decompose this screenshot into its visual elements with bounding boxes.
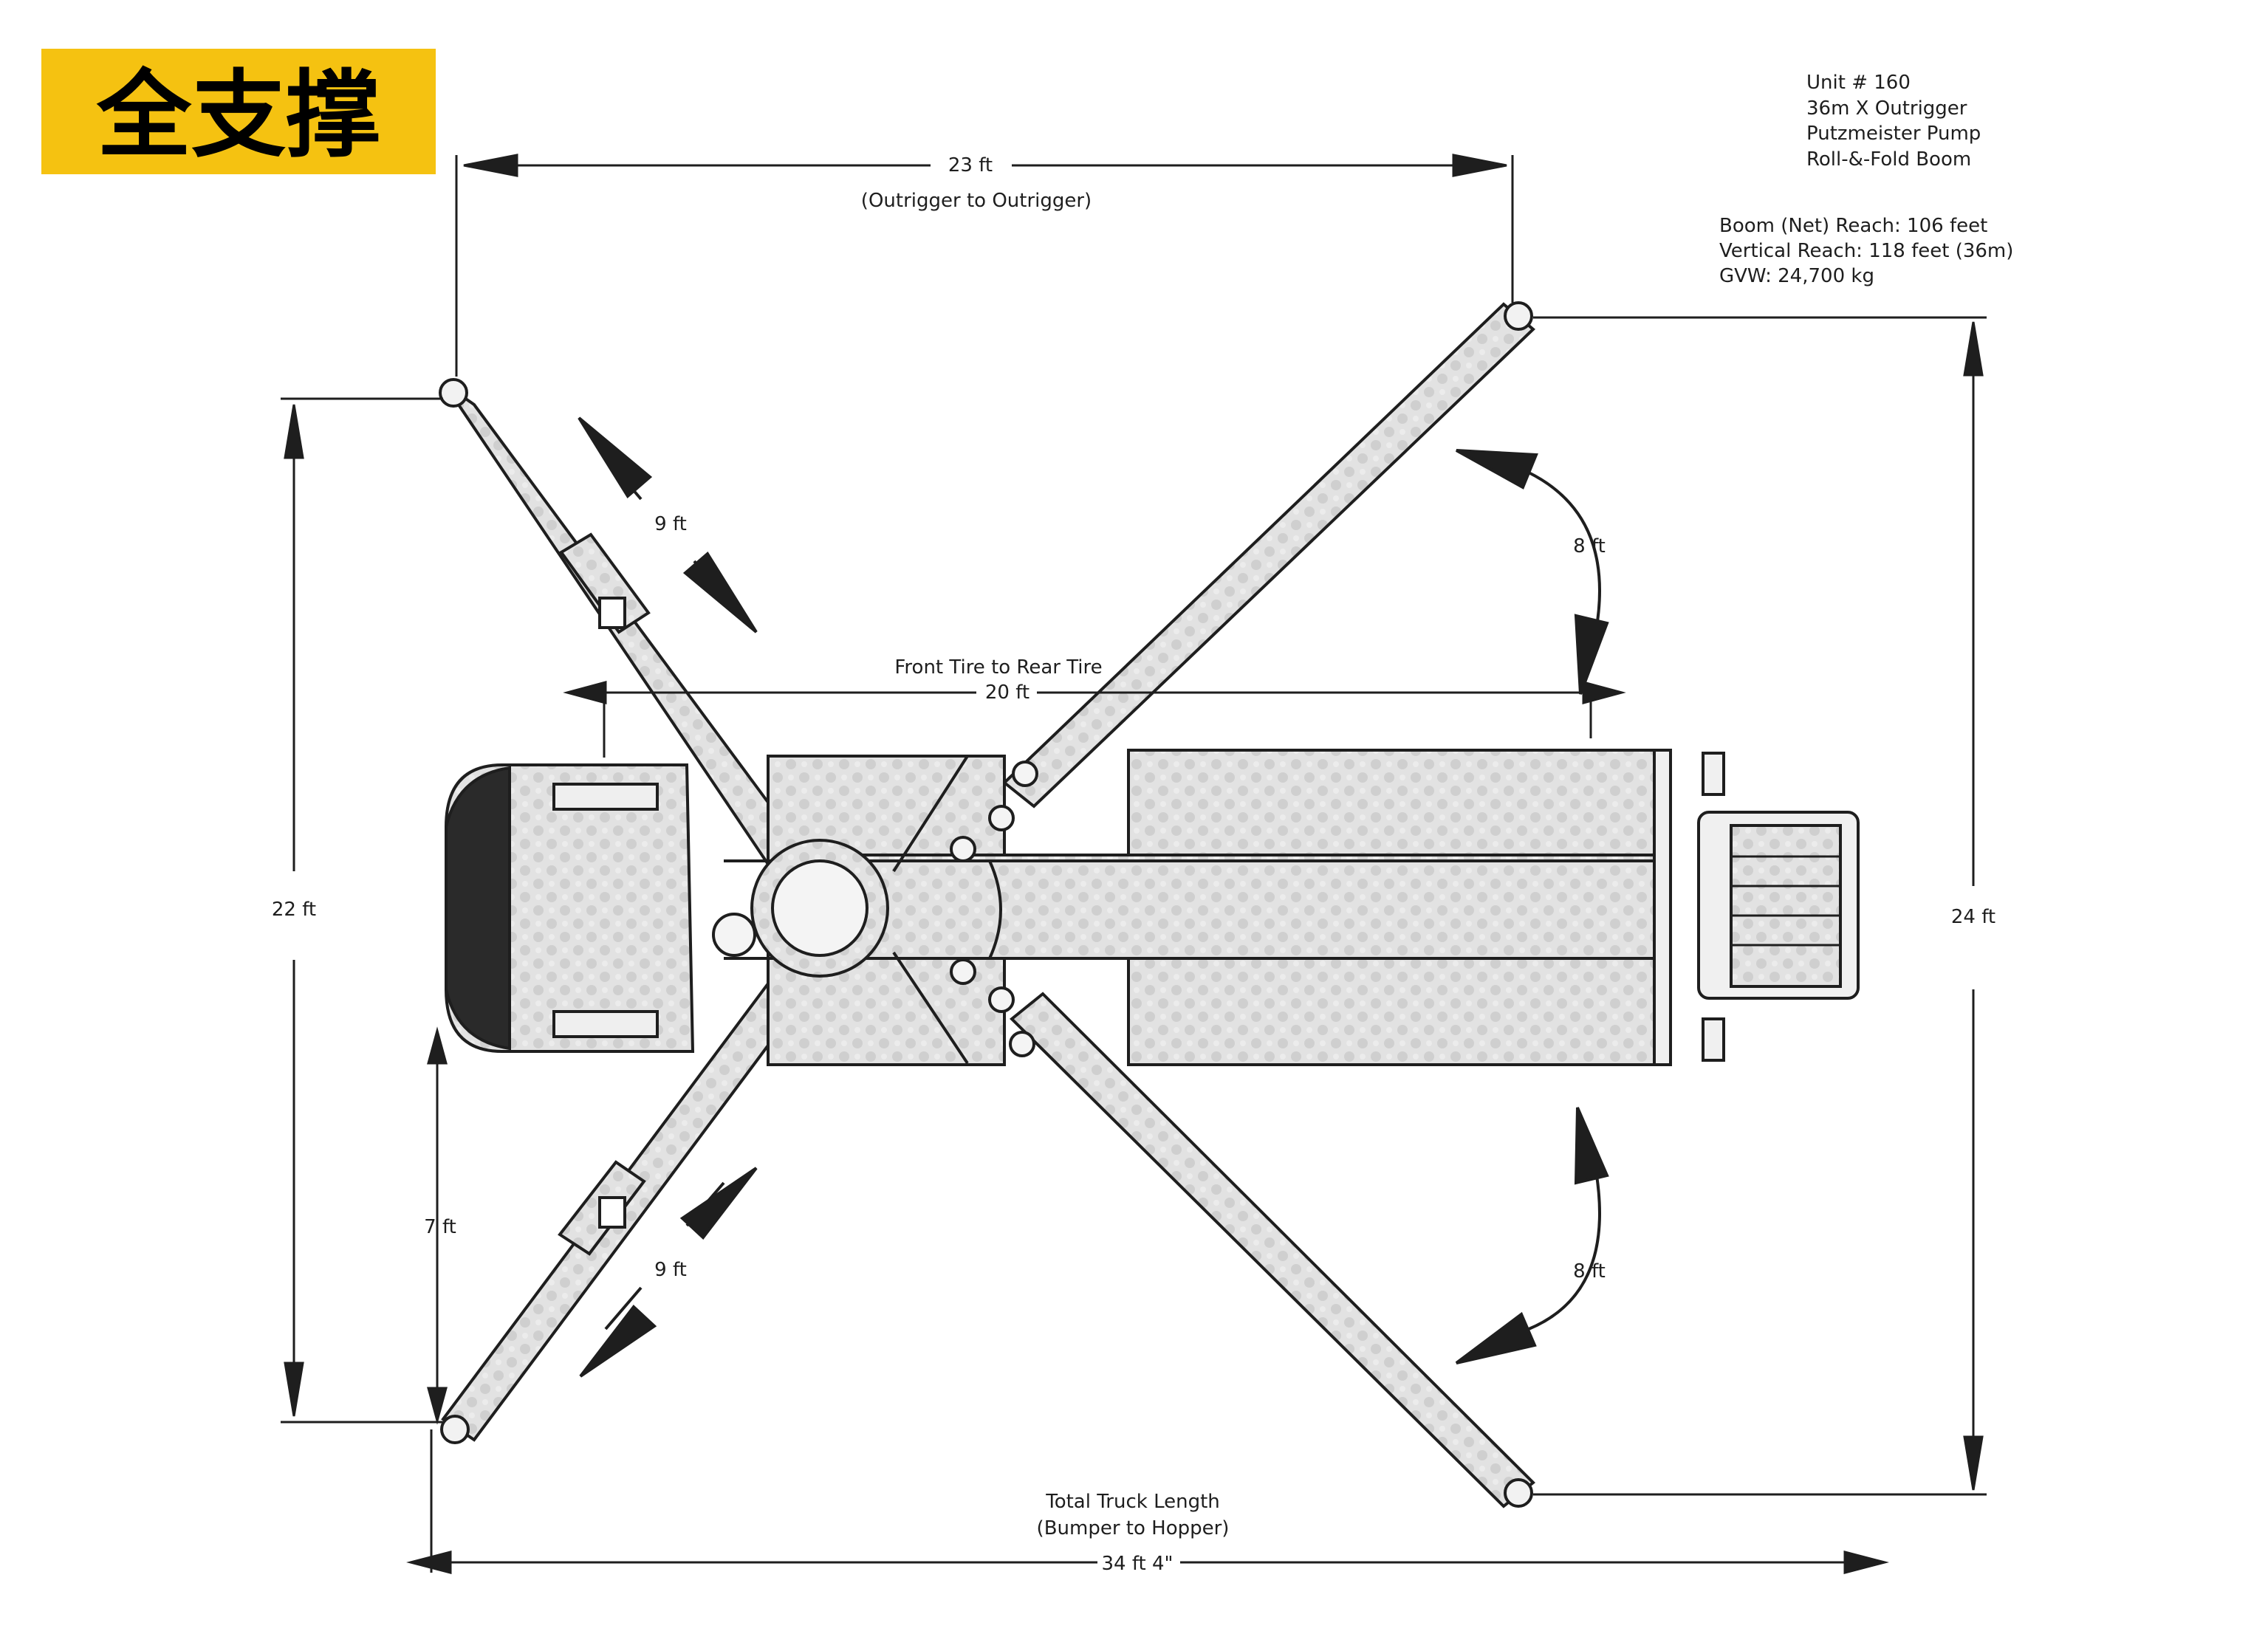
hinge-4 — [950, 958, 976, 985]
hinge-1 — [1012, 761, 1038, 787]
x-brace-2 — [892, 951, 969, 1065]
outrigger-rear-right-upper — [1001, 302, 1535, 808]
unit-number: Unit # 160 — [1806, 72, 1911, 94]
sleeve-upper-lock — [598, 597, 626, 629]
left-height-arrow-up — [284, 404, 304, 459]
length-arrow-right — [1843, 1551, 1889, 1574]
unit-info: Unit # 160 36m X Outrigger Putzmeister P… — [1806, 72, 1981, 171]
boom — [811, 854, 1656, 960]
pad-rear-right — [1504, 301, 1533, 331]
unit-pump: Putzmeister Pump — [1806, 123, 1981, 145]
outrigger-pads — [439, 301, 1533, 1508]
swing-arc-upper — [1528, 471, 1601, 636]
swing-arrow-upper-b — [1574, 614, 1609, 695]
swing-arc-lower — [1528, 1166, 1601, 1331]
right-height-label: 24 ft — [1951, 906, 1995, 928]
hopper-bracket-top — [1702, 752, 1725, 796]
tire-arrow-right — [1582, 681, 1626, 704]
hopper-grate-bars — [1731, 855, 1840, 947]
turret-pin — [712, 913, 756, 957]
hinge-5 — [988, 986, 1015, 1013]
unit-boom: Roll-&-Fold Boom — [1806, 148, 1971, 171]
tire-title: Front Tire to Rear Tire — [894, 656, 1102, 679]
rear-extend-label: 9 ft — [654, 1259, 687, 1281]
top-span-arrow-right — [1452, 154, 1507, 177]
extend-arrow-lower-in — [679, 1167, 758, 1240]
left-lower-label: 7 ft — [424, 1216, 456, 1238]
tire-arrow-left — [563, 681, 607, 704]
spec-block: Boom (Net) Reach: 106 feet Vertical Reac… — [1719, 215, 2013, 287]
right-height-arrow-up — [1963, 321, 1984, 377]
cab-mirror-bottom — [552, 1010, 659, 1038]
length-note: (Bumper to Hopper) — [1037, 1517, 1230, 1539]
extend-arrows — [578, 416, 758, 1378]
unit-model: 36m X Outrigger — [1806, 97, 1967, 120]
swing-arrow-lower-b — [1455, 1311, 1537, 1364]
front-extend-label: 9 ft — [654, 513, 687, 535]
spec-vertical-reach: Vertical Reach: 118 feet (36m) — [1719, 240, 2013, 262]
spec-gvw: GVW: 24,700 kg — [1719, 265, 1874, 287]
swing-arrows — [1455, 449, 1609, 1364]
badge-text: 全支撑 — [96, 61, 380, 171]
dimension-labels: 23 ft (Outrigger to Outrigger) 22 ft 24 … — [272, 149, 1995, 1575]
swing-arrow-lower-a — [1574, 1107, 1609, 1185]
truck — [445, 749, 1860, 1066]
left-lower-arrow-down — [427, 1387, 448, 1425]
right-height-arrow-down — [1963, 1435, 1984, 1491]
extend-arrow-lower-out — [579, 1305, 657, 1378]
turret-inner — [771, 859, 869, 957]
pad-front-left — [439, 378, 468, 408]
hinge-6 — [1009, 1031, 1035, 1057]
lower-swing-label: 8 ft — [1573, 1260, 1606, 1283]
length-value: 34 ft 4" — [1101, 1553, 1173, 1575]
upper-swing-label: 8 ft — [1573, 535, 1606, 557]
spec-boom-reach: Boom (Net) Reach: 106 feet — [1719, 215, 1987, 237]
outrigger-arms — [441, 302, 1535, 1508]
left-height-arrow-down — [284, 1362, 304, 1417]
hopper-grate — [1730, 824, 1842, 988]
extend-arrow-upper-in — [682, 551, 758, 634]
x-brace-1 — [892, 755, 969, 873]
swing-arrow-upper-a — [1456, 449, 1538, 490]
rear-body-edge — [1653, 749, 1672, 1066]
sleeve-lower-lock — [598, 1196, 626, 1229]
cab-front — [445, 766, 511, 1051]
boom-knuckle — [988, 860, 1002, 959]
cab-mirror-top — [552, 783, 659, 811]
hinge-2 — [988, 805, 1015, 831]
hopper-bracket-bottom — [1702, 1017, 1725, 1062]
top-span-note: (Outrigger to Outrigger) — [861, 190, 1092, 212]
top-span-arrow-left — [463, 154, 518, 177]
hinge-3 — [950, 836, 976, 862]
pad-rear-right-lower — [1504, 1478, 1533, 1508]
badge — [41, 49, 436, 174]
left-height-label: 22 ft — [272, 899, 316, 921]
pad-front-left-lower — [440, 1415, 470, 1444]
length-title: Total Truck Length — [1045, 1491, 1220, 1513]
outrigger-rear-right-lower — [1010, 992, 1535, 1508]
length-arrow-left — [406, 1551, 452, 1574]
tire-value: 20 ft — [985, 681, 1029, 704]
left-lower-arrow-up — [427, 1026, 448, 1065]
top-span-label: 23 ft — [948, 154, 993, 176]
extend-arrow-upper-out — [578, 416, 653, 499]
